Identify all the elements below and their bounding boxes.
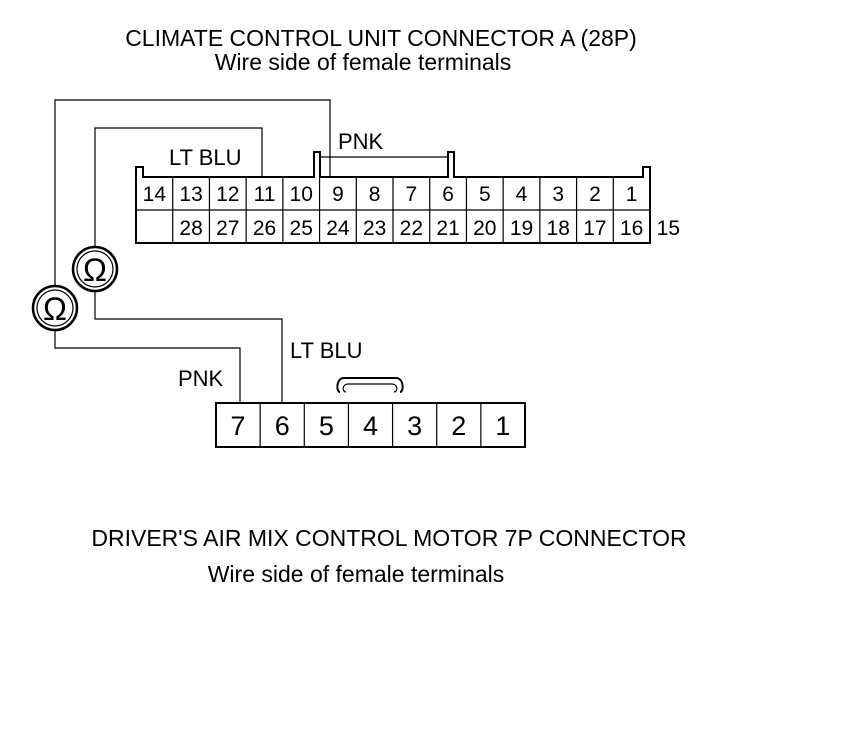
ccu-pin-2: 2 [589,183,601,206]
ccu-pin-1: 1 [626,183,638,206]
motor-connector-subtitle: Wire side of female terminals [208,561,505,587]
ccu-pin-25: 25 [290,217,313,240]
ccu-pin-14: 14 [143,183,167,206]
ccu-pin-26: 26 [253,217,276,240]
ccu-pin-11: 11 [254,183,276,206]
ccu-connector-subtitle: Wire side of female terminals [215,49,512,75]
ccu-pin-27: 27 [216,217,239,240]
motor-pin-2: 2 [451,411,466,441]
motor-pin-7: 7 [231,411,246,441]
ccu-pin-12: 12 [216,183,239,206]
motor-pin-1: 1 [495,411,510,441]
ccu-pin-23: 23 [363,217,386,240]
ccu-pin-5: 5 [479,183,491,206]
ccu-bottom-row: 28 27 26 25 24 23 22 21 20 19 18 17 16 15 [172,210,680,243]
ccu-pin-6: 6 [442,183,454,206]
ccu-pin-19: 19 [510,217,533,240]
ccu-pin-7: 7 [406,183,418,206]
ohmmeter-inner: Ω [71,245,119,293]
motor-pin-3: 3 [407,411,422,441]
ccu-pin-18: 18 [547,217,570,240]
ccu-pin-9: 9 [332,183,344,206]
ccu-pin-4: 4 [516,183,528,206]
ohm-symbol-icon: Ω [83,252,107,288]
motor-pin-6: 6 [275,411,290,441]
ccu-pnk-label: PNK [338,129,384,154]
ccu-pin-28: 28 [179,217,202,240]
ohmmeter-outer: Ω [31,284,79,332]
ccu-pin-3: 3 [552,183,564,206]
motor-pin-4: 4 [363,411,378,441]
motor-pnk-label: PNK [178,366,224,391]
ccu-pin-15: 15 [657,217,680,240]
test-leads [54,99,331,403]
motor-pin-5: 5 [319,411,334,441]
motor-connector-title: DRIVER'S AIR MIX CONTROL MOTOR 7P CONNEC… [91,525,686,551]
ccu-pin-10: 10 [290,183,313,206]
motor-lt-blu-label: LT BLU [290,338,363,363]
ccu-pin-8: 8 [369,183,381,206]
ccu-pin-20: 20 [473,217,496,240]
ccu-pin-21: 21 [436,217,459,240]
ccu-pin-22: 22 [400,217,423,240]
ccu-pin-16: 16 [620,217,643,240]
ccu-top-row: 14 13 12 11 10 9 8 7 6 5 4 3 2 1 [143,177,638,210]
ccu-connector-title: CLIMATE CONTROL UNIT CONNECTOR A (28P) [125,25,637,51]
ccu-pin-13: 13 [179,183,202,206]
ccu-pin-24: 24 [326,217,350,240]
ccu-pin-17: 17 [583,217,606,240]
ohm-symbol-icon: Ω [43,291,67,327]
ccu-lt-blu-label: LT BLU [169,145,242,170]
